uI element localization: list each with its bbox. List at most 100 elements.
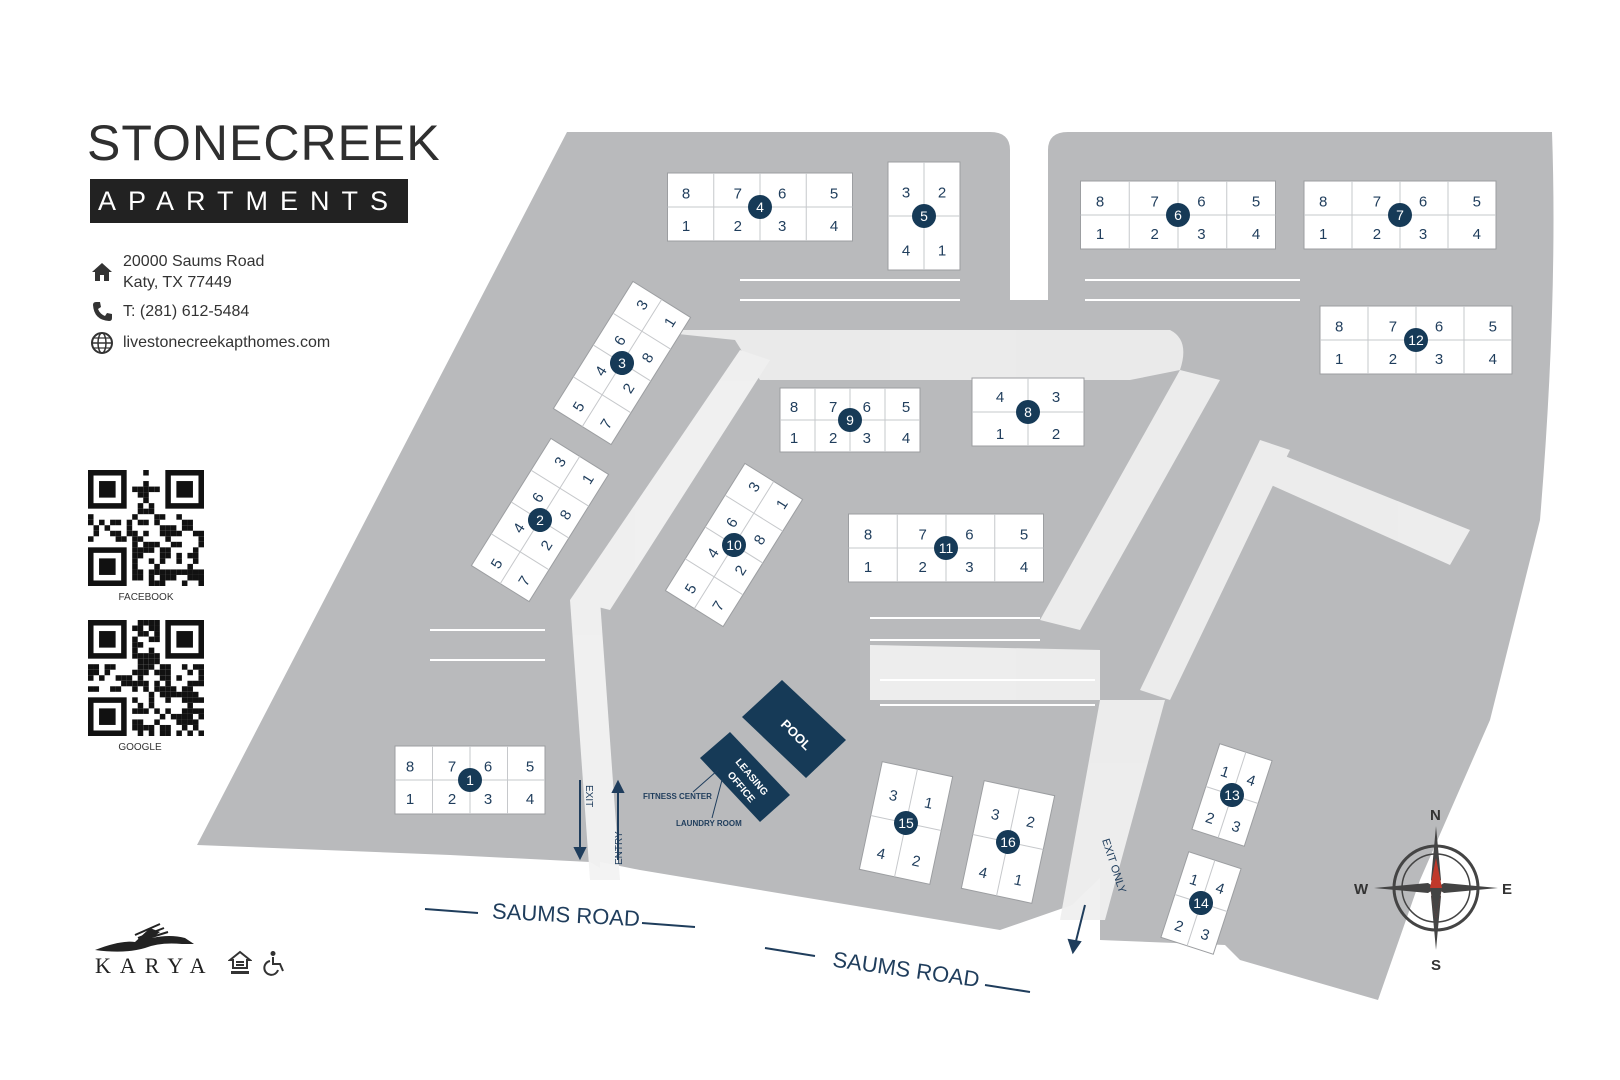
qr-module xyxy=(154,580,160,586)
qr-module xyxy=(143,481,149,487)
qr-module xyxy=(121,536,127,542)
qr-module xyxy=(159,514,166,520)
qr-module xyxy=(154,563,160,570)
building-marker xyxy=(996,830,1020,854)
qr-module xyxy=(198,669,204,676)
unit-number: 2 xyxy=(1150,226,1158,243)
qr-module xyxy=(121,675,127,681)
qr-module xyxy=(115,530,122,537)
qr-module xyxy=(88,536,94,542)
qr-module xyxy=(154,569,160,575)
unit-number: 5 xyxy=(902,399,910,416)
qr-module xyxy=(110,530,116,537)
qr-module xyxy=(181,519,188,526)
qr-module xyxy=(198,541,204,548)
building-marker xyxy=(1388,203,1412,227)
unit-number: 1 xyxy=(996,426,1004,443)
qr-module xyxy=(159,525,166,531)
qr-module xyxy=(187,574,193,581)
qr-module xyxy=(187,691,193,698)
qr-module xyxy=(137,708,144,714)
qr-module xyxy=(137,486,144,493)
qr-module xyxy=(176,730,182,736)
qr-module xyxy=(143,620,149,626)
unit-number: 2 xyxy=(829,430,837,447)
qr-module xyxy=(148,724,155,731)
qr-module xyxy=(93,686,100,692)
qr-module xyxy=(159,547,166,553)
building-number: 5 xyxy=(920,208,928,224)
qr-module xyxy=(137,625,144,632)
google-qr-label: GOOGLE xyxy=(118,742,162,753)
building-marker xyxy=(912,204,936,228)
qr-module xyxy=(176,713,182,720)
qr-module xyxy=(132,536,138,542)
qr-module xyxy=(143,508,149,515)
qr-module xyxy=(176,552,182,559)
qr-module xyxy=(148,558,155,564)
qr-module xyxy=(99,675,105,681)
qr-module xyxy=(198,697,204,703)
google-qr-code[interactable] xyxy=(88,620,204,736)
qr-module xyxy=(143,541,149,548)
qr-module xyxy=(148,547,155,553)
unit-number: 5 xyxy=(1020,526,1028,543)
unit-number: 4 xyxy=(1473,226,1481,243)
qr-module xyxy=(159,552,166,559)
qr-module xyxy=(143,497,149,504)
unit-number: 3 xyxy=(1052,389,1060,406)
qr-module xyxy=(137,642,144,648)
qr-module xyxy=(104,525,111,531)
unit-number: 8 xyxy=(682,185,690,202)
unit-number: 7 xyxy=(734,185,742,202)
qr-module xyxy=(132,558,138,564)
unit-number: 6 xyxy=(484,758,492,775)
qr-module xyxy=(170,541,177,548)
building-number: 16 xyxy=(1000,834,1016,850)
phone-text[interactable]: T: (281) 612-5484 xyxy=(123,303,250,320)
qr-module xyxy=(93,525,100,531)
unit-number: 2 xyxy=(938,184,946,201)
qr-module xyxy=(154,653,160,659)
building-marker xyxy=(610,351,634,375)
qr-module xyxy=(154,708,160,714)
qr-module xyxy=(187,569,193,575)
qr-module xyxy=(187,730,193,736)
qr-module xyxy=(181,525,188,531)
qr-module xyxy=(137,547,144,553)
brand-subtitle: APARTMENTS xyxy=(90,179,408,223)
unit-number: 7 xyxy=(1150,193,1158,210)
unit-number: 5 xyxy=(1489,318,1497,335)
unit-number: 3 xyxy=(1197,226,1205,243)
building-number: 13 xyxy=(1224,787,1240,803)
unit-number: 8 xyxy=(1096,193,1104,210)
building-number: 6 xyxy=(1174,207,1182,223)
building-marker xyxy=(722,533,746,557)
unit-number: 7 xyxy=(829,399,837,416)
facebook-qr-code[interactable] xyxy=(88,470,204,586)
home-icon xyxy=(92,263,112,281)
unit-number: 4 xyxy=(902,243,910,260)
qr-module xyxy=(165,686,171,692)
unit-number: 1 xyxy=(406,791,414,808)
qr-module xyxy=(187,708,193,714)
qr-module xyxy=(192,547,199,553)
unit-number: 7 xyxy=(1373,193,1381,210)
website-link[interactable]: livestonecreekapthomes.com xyxy=(123,334,331,351)
